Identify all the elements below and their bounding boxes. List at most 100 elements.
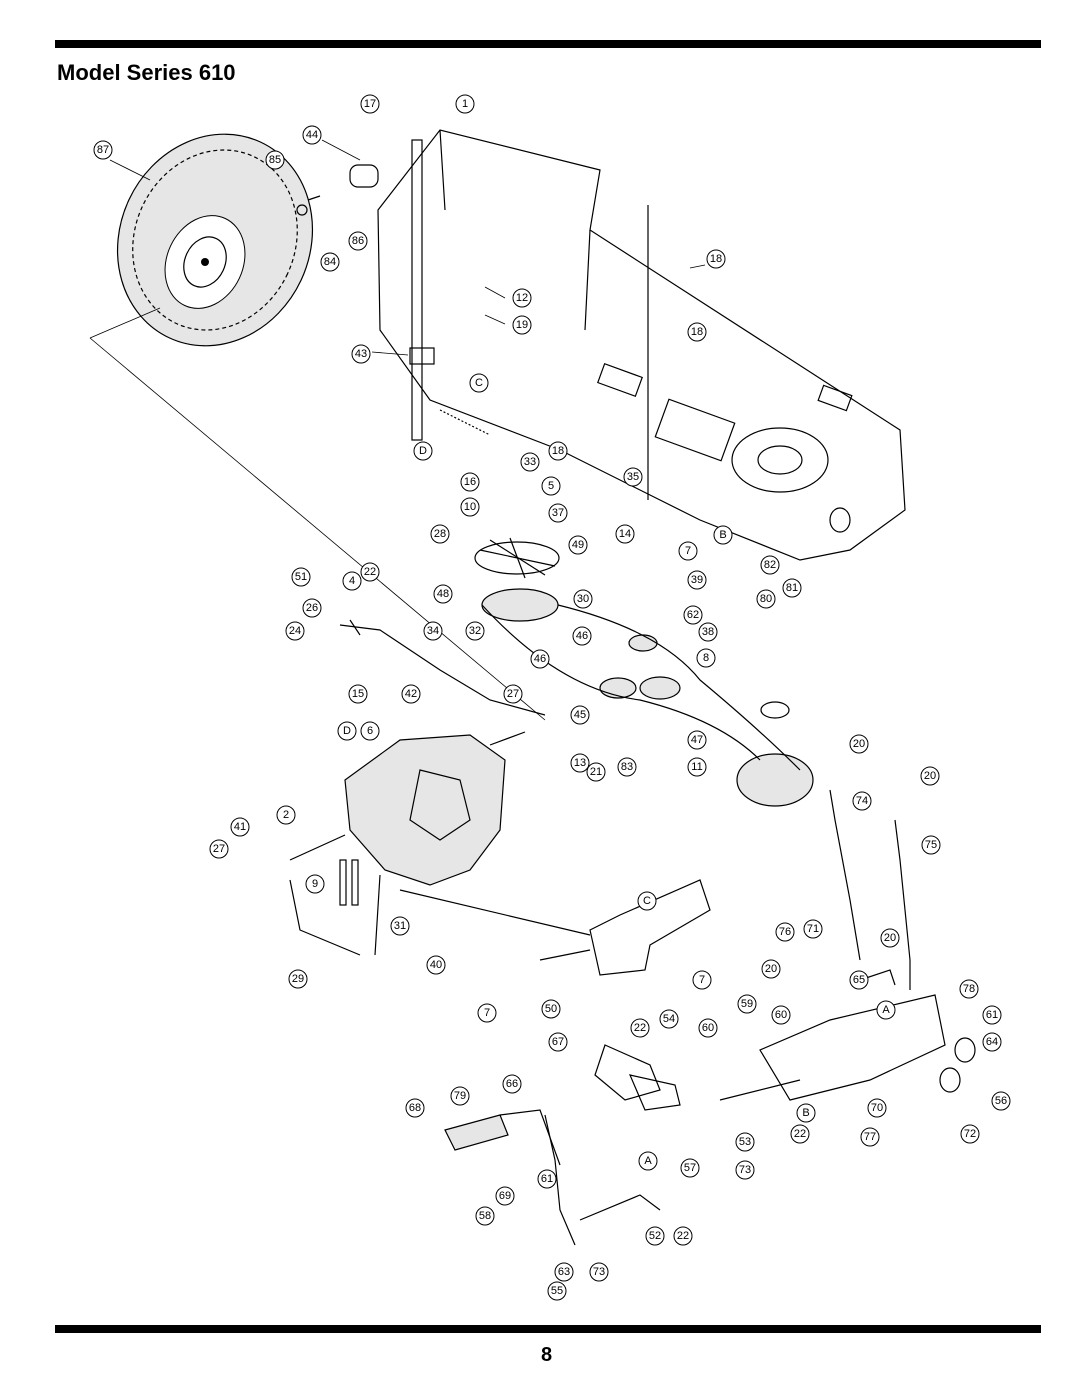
svg-text:11: 11 [691, 761, 702, 773]
frame [377, 129, 906, 561]
callout-76: 76 [775, 922, 795, 942]
svg-text:48: 48 [437, 588, 449, 600]
svg-text:87: 87 [97, 144, 109, 156]
svg-text:67: 67 [552, 1036, 564, 1048]
callout-10: 10 [460, 497, 480, 517]
svg-text:15: 15 [352, 688, 364, 700]
callout-18b: 18 [687, 322, 707, 342]
callout-17: 17 [360, 94, 380, 114]
callout-35: 35 [623, 467, 643, 487]
svg-text:14: 14 [619, 528, 631, 540]
callout-18a: 18 [706, 249, 726, 269]
svg-text:A: A [644, 1155, 652, 1167]
svg-text:8: 8 [703, 652, 709, 664]
brake-bracket [589, 879, 711, 976]
callout-58: 58 [475, 1206, 495, 1226]
svg-text:70: 70 [871, 1102, 883, 1114]
svg-text:74: 74 [856, 795, 868, 807]
svg-text:57: 57 [684, 1162, 696, 1174]
svg-text:19: 19 [516, 319, 528, 331]
svg-text:73: 73 [593, 1266, 605, 1278]
callout-57: 57 [680, 1158, 700, 1178]
svg-text:18: 18 [710, 253, 722, 265]
callout-B-top: B [713, 525, 733, 545]
svg-text:49: 49 [572, 539, 584, 551]
svg-text:60: 60 [702, 1022, 714, 1034]
svg-text:44: 44 [306, 129, 318, 141]
svg-text:18: 18 [691, 326, 703, 338]
callout-73b: 73 [589, 1262, 609, 1282]
svg-text:2: 2 [283, 809, 289, 821]
svg-text:C: C [475, 377, 483, 389]
svg-text:5: 5 [548, 480, 554, 492]
callout-32: 32 [465, 621, 485, 641]
callout-7a: 7 [678, 541, 698, 561]
svg-text:46: 46 [534, 653, 546, 665]
callout-12: 12 [512, 288, 532, 308]
callout-56: 56 [991, 1091, 1011, 1111]
callout-14: 14 [615, 524, 635, 544]
callout-33: 33 [520, 452, 540, 472]
svg-text:69: 69 [499, 1190, 511, 1202]
drive-belt-pulleys [481, 588, 814, 807]
callout-44: 44 [302, 125, 322, 145]
callout-B-low: B [796, 1103, 816, 1123]
callout-54: 54 [659, 1009, 679, 1029]
svg-text:84: 84 [324, 256, 336, 268]
svg-text:22: 22 [677, 1230, 689, 1242]
rear-tire [116, 133, 314, 347]
callout-D-top: D [413, 441, 433, 461]
callout-5: 5 [541, 476, 561, 496]
callout-81: 81 [782, 578, 802, 598]
svg-text:B: B [802, 1107, 809, 1119]
callout-84: 84 [320, 252, 340, 272]
callout-46a: 46 [572, 626, 592, 646]
svg-text:D: D [419, 445, 427, 457]
svg-text:60: 60 [775, 1009, 787, 1021]
callout-13: 13 [570, 753, 590, 773]
callout-63: 63 [554, 1262, 574, 1282]
callout-80: 80 [756, 589, 776, 609]
svg-text:6: 6 [367, 725, 373, 737]
svg-text:86: 86 [352, 235, 364, 247]
cooling-fan [474, 537, 560, 579]
callout-53: 53 [735, 1132, 755, 1152]
callout-67: 67 [548, 1032, 568, 1052]
callout-20d: 20 [761, 959, 781, 979]
callout-46b: 46 [530, 649, 550, 669]
callout-22c: 22 [790, 1124, 810, 1144]
callout-11: 11 [687, 757, 707, 777]
callout-34: 34 [423, 621, 443, 641]
top-rule [55, 40, 1041, 48]
callout-20c: 20 [880, 928, 900, 948]
callout-83: 83 [617, 757, 637, 777]
svg-text:17: 17 [364, 98, 376, 110]
svg-text:38: 38 [702, 626, 714, 638]
svg-text:66: 66 [506, 1078, 518, 1090]
callout-1: 1 [455, 94, 475, 114]
callout-61a: 61 [982, 1005, 1002, 1025]
callout-66: 66 [502, 1074, 522, 1094]
svg-text:35: 35 [627, 471, 639, 483]
callout-37: 37 [548, 503, 568, 523]
callout-51: 51 [291, 567, 311, 587]
svg-text:51: 51 [295, 571, 307, 583]
svg-text:30: 30 [577, 593, 589, 605]
callout-64: 64 [982, 1032, 1002, 1052]
svg-text:61: 61 [986, 1009, 998, 1021]
svg-text:42: 42 [405, 688, 417, 700]
callout-68: 68 [405, 1098, 425, 1118]
svg-text:33: 33 [524, 456, 536, 468]
svg-text:10: 10 [464, 501, 476, 513]
svg-text:7: 7 [685, 545, 691, 557]
svg-text:56: 56 [995, 1095, 1007, 1107]
page-number: 8 [541, 1344, 553, 1366]
callout-22b: 22 [630, 1018, 650, 1038]
svg-text:52: 52 [649, 1230, 661, 1242]
svg-text:21: 21 [590, 766, 602, 778]
svg-text:50: 50 [545, 1003, 557, 1015]
callout-4: 4 [342, 571, 362, 591]
svg-text:39: 39 [691, 574, 703, 586]
callout-7c: 7 [477, 1003, 497, 1023]
svg-text:13: 13 [574, 757, 586, 769]
